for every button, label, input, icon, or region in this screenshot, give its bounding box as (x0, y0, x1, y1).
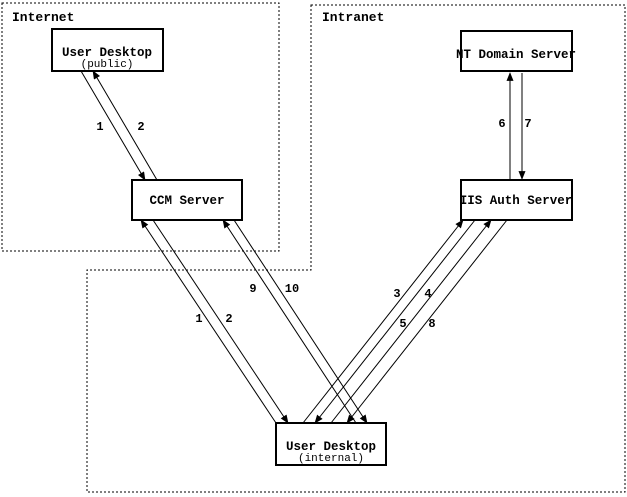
internet-zone-outline (1, 2, 280, 252)
step-label-9: 9 (249, 282, 256, 296)
arrow-step1-public-to-ccm (80, 70, 146, 181)
step-label-2-public: 2 (137, 120, 144, 134)
user-desktop-internal-box (275, 422, 387, 466)
step-label-1-internal: 1 (195, 312, 202, 326)
step-label-10: 10 (285, 282, 299, 296)
node-user-desktop-public: User Desktop (public) (51, 28, 164, 72)
nt-domain-server-box (460, 30, 573, 72)
nt-domain-server-title: NT Domain Server (456, 48, 576, 62)
user-desktop-public-title: User Desktop (62, 46, 152, 60)
intranet-zone-outline (86, 4, 626, 493)
node-nt-domain-server: NT Domain Server (456, 30, 576, 72)
step-label-5: 5 (399, 317, 406, 331)
internet-zone-label: Internet (12, 10, 74, 25)
arrow-step2-ccm-to-public (92, 70, 158, 181)
node-iis-auth-server: IIS Auth Server (460, 179, 573, 221)
arrow-step5-internal-to-iis (330, 219, 492, 424)
user-desktop-internal-title: User Desktop (286, 440, 376, 454)
intranet-zone-label: Intranet (322, 10, 384, 25)
ccm-server-title: CCM Server (149, 194, 224, 208)
arrow-step2-ccm-to-internal (152, 219, 289, 424)
node-user-desktop-internal: User Desktop (internal) (275, 422, 387, 466)
user-desktop-public-box (51, 28, 164, 72)
node-ccm-server: CCM Server (131, 179, 243, 221)
arrow-step3-internal-to-iis (302, 219, 464, 424)
arrow-step1-internal-to-ccm (140, 219, 277, 424)
step-label-7: 7 (524, 117, 531, 131)
ccm-server-box (131, 179, 243, 221)
step-label-6: 6 (498, 117, 505, 131)
arrow-step4-iis-to-internal (314, 219, 476, 424)
step-label-1-public: 1 (96, 120, 103, 134)
iis-auth-server-box (460, 179, 573, 221)
step-label-4: 4 (424, 287, 431, 301)
step-label-3: 3 (393, 287, 400, 301)
arrow-step9-internal-to-ccm (222, 219, 357, 424)
user-desktop-public-subtitle: (public) (81, 59, 134, 71)
iis-auth-server-title: IIS Auth Server (460, 194, 573, 208)
arrow-step10-ccm-to-internal (233, 219, 368, 424)
arrow-step8-iis-to-internal (346, 219, 508, 424)
step-label-2-internal: 2 (225, 312, 232, 326)
user-desktop-internal-subtitle: (internal) (298, 453, 364, 465)
step-label-8: 8 (428, 317, 435, 331)
